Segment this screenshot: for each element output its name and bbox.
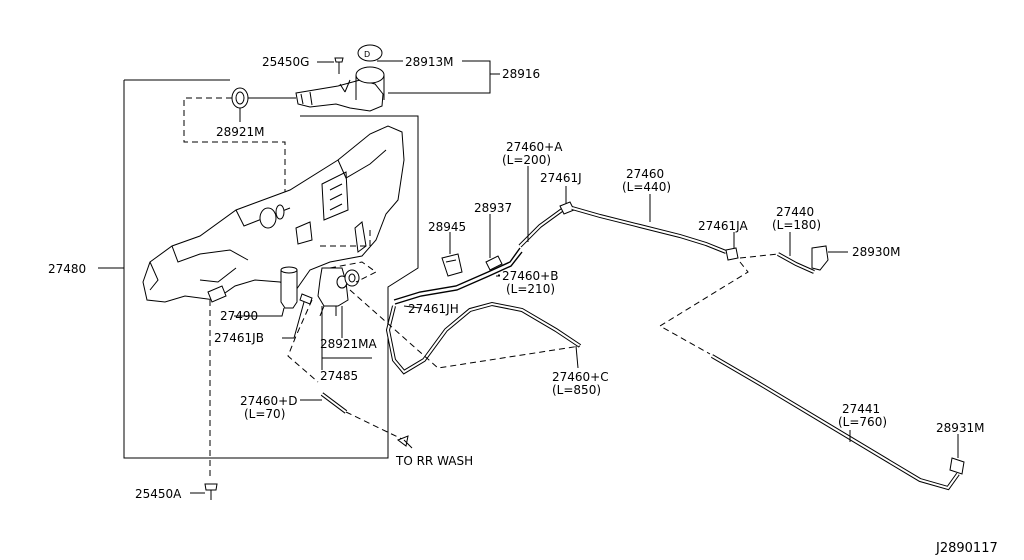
bolt-25450g-part <box>334 57 344 74</box>
label-27460c-length: (L=850) <box>552 383 601 397</box>
label-27461jb: 27461JB <box>214 331 264 345</box>
washer-tank-part <box>142 125 405 303</box>
label-27460a: 27460+A <box>506 140 563 154</box>
hose-27460-part <box>571 206 727 254</box>
label-28931m: 28931M <box>936 421 985 435</box>
joint-27461jb-part <box>299 293 313 305</box>
label-27461j: 27461J <box>540 171 582 185</box>
label-28930m: 28930M <box>852 245 901 259</box>
hose-27460c-part <box>385 301 582 375</box>
nozzle-28931m-part <box>949 457 965 475</box>
label-27441-length: (L=760) <box>838 415 887 429</box>
label-25450a: 25450A <box>135 487 182 501</box>
label-27440-length: (L=180) <box>772 218 821 232</box>
hose-27460a-part <box>518 208 564 248</box>
joint-27461ja-part <box>725 247 739 261</box>
filter-27490-part <box>280 266 298 309</box>
label-25450g: 25450G <box>262 55 309 69</box>
label-27485: 27485 <box>320 369 358 383</box>
label-28916: 28916 <box>502 67 540 81</box>
label-27490: 27490 <box>220 309 258 323</box>
assembly-frame <box>123 80 419 459</box>
connector-28937-part <box>485 255 503 271</box>
label-27460d-length: (L=70) <box>244 407 285 421</box>
label-27461jh: 27461JH <box>408 302 459 316</box>
label-27461ja: 27461JA <box>698 219 749 233</box>
label-27460d: 27460+D <box>240 394 297 408</box>
label-28945: 28945 <box>428 220 466 234</box>
diagram-id: J2890117 <box>935 541 998 556</box>
seal-28921m-part <box>231 87 249 109</box>
filler-neck-part: D <box>295 44 385 112</box>
label-27460a-length: (L=200) <box>502 153 551 167</box>
label-to-rr-wash: TO RR WASH <box>395 454 473 468</box>
label-27460b: 27460+B <box>502 269 558 283</box>
bolt-25450a-part <box>204 483 218 500</box>
label-28921ma: 28921MA <box>320 337 378 351</box>
svg-text:D: D <box>364 50 370 59</box>
label-28921m: 28921M <box>216 125 265 139</box>
label-27441: 27441 <box>842 402 880 416</box>
rr-wash-arrow-icon <box>396 435 413 449</box>
hose-27441-part <box>710 354 960 491</box>
label-27480: 27480 <box>48 262 86 276</box>
label-27460c: 27460+C <box>552 370 609 384</box>
label-27460: 27460 <box>626 167 664 181</box>
label-28913m: 28913M <box>405 55 454 69</box>
nozzle-28930m-part <box>811 245 829 271</box>
label-27460-length: (L=440) <box>622 180 671 194</box>
hose-27460d-part <box>320 392 348 414</box>
clip-28945-part <box>441 253 463 277</box>
hose-27460b-part <box>393 247 523 305</box>
label-28937: 28937 <box>474 201 512 215</box>
pump-27485-part <box>317 267 360 317</box>
label-27460b-length: (L=210) <box>506 282 555 296</box>
label-27440: 27440 <box>776 205 814 219</box>
hose-27440-part <box>777 252 815 274</box>
